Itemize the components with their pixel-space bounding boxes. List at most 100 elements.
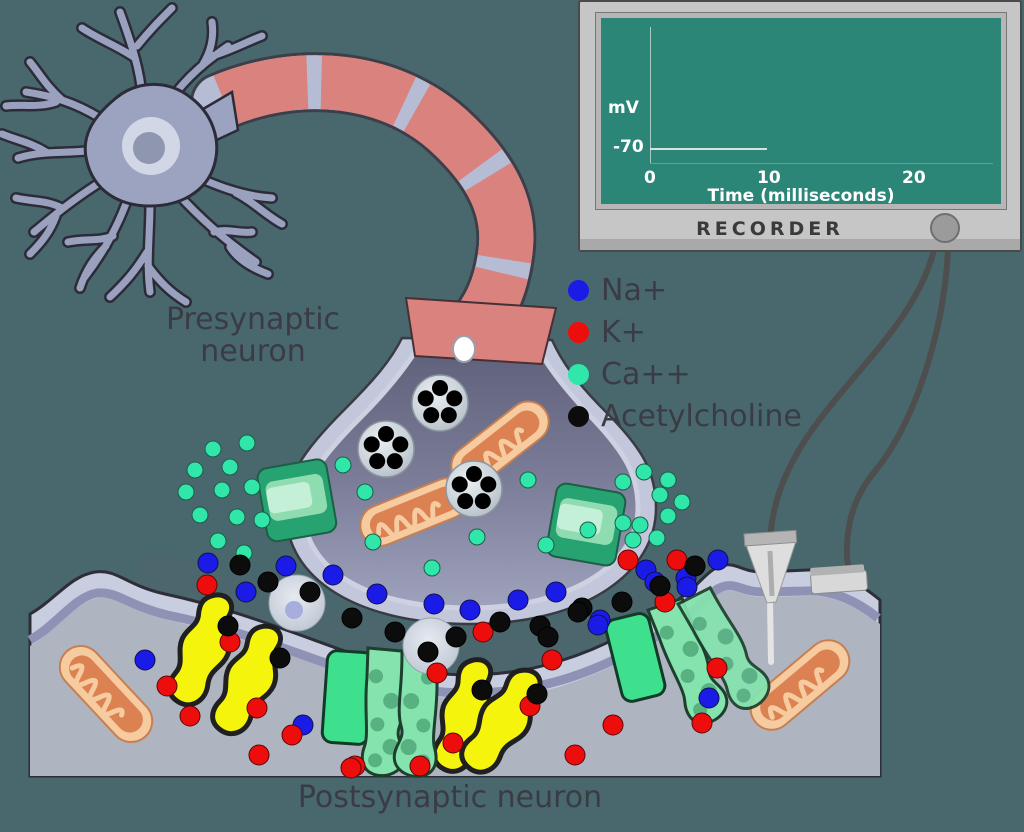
x-tick-20: 20 bbox=[902, 168, 926, 188]
sodium-ion bbox=[197, 552, 219, 574]
calcium-ion bbox=[631, 516, 649, 534]
acetylcholine-ion bbox=[489, 611, 511, 633]
na-dot-icon bbox=[568, 280, 589, 301]
recording-electrode bbox=[743, 529, 798, 665]
acetylcholine-ion bbox=[567, 601, 589, 623]
vesicle-content bbox=[285, 601, 303, 619]
acetylcholine-ion bbox=[611, 591, 633, 613]
sodium-ion bbox=[423, 593, 445, 615]
sodium-ion bbox=[676, 576, 698, 598]
acetylcholine-ion bbox=[649, 575, 671, 597]
potassium-ion bbox=[691, 712, 713, 734]
calcium-ion bbox=[624, 531, 642, 549]
legend-item-na: Na+ bbox=[568, 273, 802, 308]
acetylcholine-ion bbox=[257, 571, 279, 593]
electrode-shaft bbox=[767, 597, 774, 665]
sodium-ion bbox=[707, 549, 729, 571]
calcium-ion bbox=[221, 458, 239, 476]
calcium-ion bbox=[177, 483, 195, 501]
sodium-ion bbox=[507, 589, 529, 611]
calcium-ion bbox=[356, 483, 374, 501]
calcium-ion bbox=[468, 528, 486, 546]
sodium-ion bbox=[235, 581, 257, 603]
legend-item-ca: Ca++ bbox=[568, 357, 802, 392]
synaptic-vesicle bbox=[357, 420, 415, 478]
acetylcholine-ion bbox=[684, 555, 706, 577]
acetylcholine-ion bbox=[537, 626, 559, 648]
synaptic-vesicle bbox=[445, 460, 503, 518]
y-axis-line bbox=[650, 27, 651, 163]
calcium-ion bbox=[651, 486, 669, 504]
calcium-ion bbox=[659, 507, 677, 525]
acetylcholine-ion bbox=[526, 683, 548, 705]
x-axis-label: Time (milliseconds) bbox=[707, 186, 895, 206]
acetylcholine-ion bbox=[217, 615, 239, 637]
legend-item-k: K+ bbox=[568, 315, 802, 350]
axon-terminal-collar bbox=[404, 296, 558, 366]
acetylcholine-ion bbox=[471, 679, 493, 701]
legend-label-ach: Acetylcholine bbox=[601, 399, 802, 434]
ach-dot-icon bbox=[568, 406, 589, 427]
legend-label-k: K+ bbox=[601, 315, 646, 350]
legend-label-ca: Ca++ bbox=[601, 357, 691, 392]
ion-layer bbox=[134, 434, 729, 779]
ligand-gated-channel bbox=[604, 611, 667, 703]
wire-to-electrode bbox=[767, 247, 937, 544]
nucleolus bbox=[133, 132, 165, 164]
potassium-ion bbox=[706, 657, 728, 679]
sodium-ion bbox=[275, 555, 297, 577]
potassium-ion bbox=[179, 705, 201, 727]
terminal-junction-dot bbox=[452, 335, 476, 363]
sodium-ion bbox=[134, 649, 156, 671]
acetylcholine-ion bbox=[269, 647, 291, 669]
potassium-ion bbox=[156, 675, 178, 697]
sodium-ion bbox=[698, 687, 720, 709]
calcium-ion bbox=[334, 456, 352, 474]
acetylcholine-ion bbox=[341, 607, 363, 629]
x-tick-10: 10 bbox=[757, 168, 781, 188]
calcium-ion bbox=[364, 533, 382, 551]
acetylcholine-ion bbox=[229, 554, 251, 576]
sodium-ion bbox=[459, 599, 481, 621]
presynaptic-neuron-label: Presynaptic neuron bbox=[165, 302, 341, 370]
calcium-ion bbox=[243, 478, 261, 496]
acetylcholine-ion bbox=[417, 641, 439, 663]
postsynaptic-neuron-label: Postsynaptic neuron bbox=[297, 780, 603, 815]
potassium-ion bbox=[602, 714, 624, 736]
calcium-ion bbox=[209, 532, 227, 550]
potassium-ion bbox=[541, 649, 563, 671]
recorder-device: mV -70 0 10 20 Time (milliseconds) RECOR… bbox=[578, 0, 1022, 252]
membrane-potential-trace bbox=[650, 148, 767, 150]
calcium-ion bbox=[204, 440, 222, 458]
potassium-ion bbox=[281, 724, 303, 746]
sodium-ion bbox=[322, 564, 344, 586]
sodium-ion bbox=[587, 614, 609, 636]
presynaptic-neuron-soma bbox=[2, 8, 282, 302]
ion-channels-green bbox=[320, 582, 778, 779]
potassium-ion bbox=[340, 757, 362, 779]
recorder-knob[interactable] bbox=[930, 213, 960, 243]
calcium-ion bbox=[519, 471, 537, 489]
x-tick-0: 0 bbox=[644, 168, 656, 188]
x-axis-line bbox=[650, 163, 993, 164]
synaptic-vesicle bbox=[411, 374, 469, 432]
potassium-ion bbox=[196, 574, 218, 596]
calcium-ion bbox=[253, 511, 271, 529]
recorder-label: RECORDER bbox=[696, 218, 844, 240]
axon bbox=[190, 52, 558, 366]
legend-item-ach: Acetylcholine bbox=[568, 399, 802, 434]
calcium-ion bbox=[614, 514, 632, 532]
pad-top bbox=[810, 564, 865, 576]
presynaptic-terminal bbox=[255, 336, 658, 626]
potassium-ion bbox=[666, 549, 688, 571]
potassium-ion bbox=[409, 755, 431, 777]
electrode-slot bbox=[767, 550, 775, 597]
calcium-ion bbox=[673, 493, 691, 511]
calcium-ion bbox=[537, 536, 555, 554]
calcium-ion bbox=[423, 559, 441, 577]
calcium-channel-left bbox=[255, 456, 339, 544]
potassium-ion bbox=[426, 662, 448, 684]
acetylcholine-ion bbox=[299, 581, 321, 603]
